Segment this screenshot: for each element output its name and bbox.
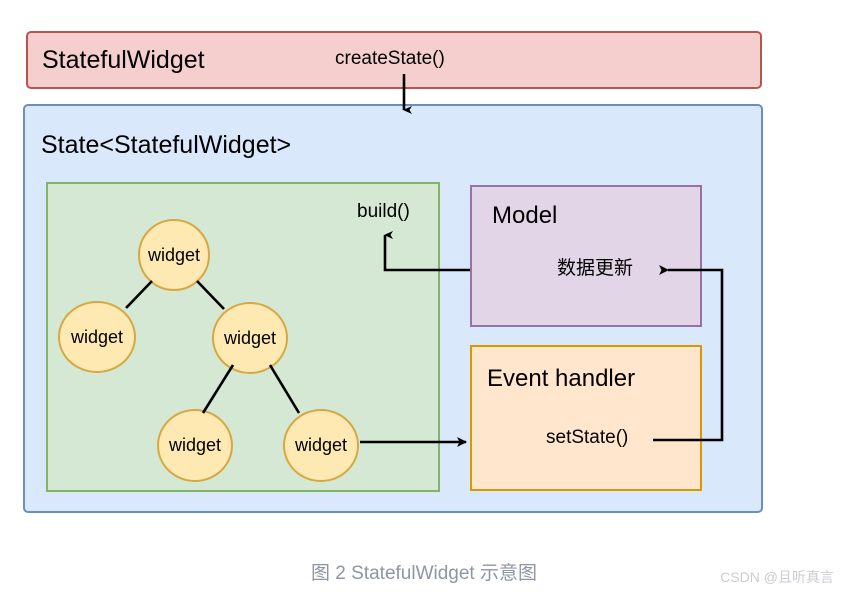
stateful-widget-box bbox=[26, 31, 762, 89]
widget-node-label: widget bbox=[294, 435, 348, 455]
figure-caption: 图 2 StatefulWidget 示意图 bbox=[311, 563, 537, 584]
widget-node-label: widget bbox=[70, 326, 124, 347]
widget-node-label: widget bbox=[147, 244, 201, 265]
stateful-widget-label: StatefulWidget bbox=[42, 46, 205, 74]
widget-node-lower-left: widget bbox=[157, 409, 233, 482]
model-label: Model bbox=[492, 202, 558, 229]
build-label: build() bbox=[357, 201, 410, 222]
state-label: State<StatefulWidget> bbox=[41, 131, 292, 159]
watermark: CSDN @且听真言 bbox=[720, 569, 834, 585]
create-state-label: createState() bbox=[335, 48, 445, 69]
data-update-label: 数据更新 bbox=[557, 258, 634, 279]
widget-node-left: widget bbox=[58, 301, 136, 373]
widget-node-root: widget bbox=[138, 219, 210, 291]
widget-node-label: widget bbox=[223, 327, 277, 348]
event-handler-label: Event handler bbox=[487, 365, 636, 392]
widget-node-mid: widget bbox=[212, 302, 288, 374]
widget-node-label: widget bbox=[168, 435, 222, 455]
widget-node-lower-right: widget bbox=[283, 409, 359, 482]
set-state-label: setState() bbox=[546, 427, 629, 448]
